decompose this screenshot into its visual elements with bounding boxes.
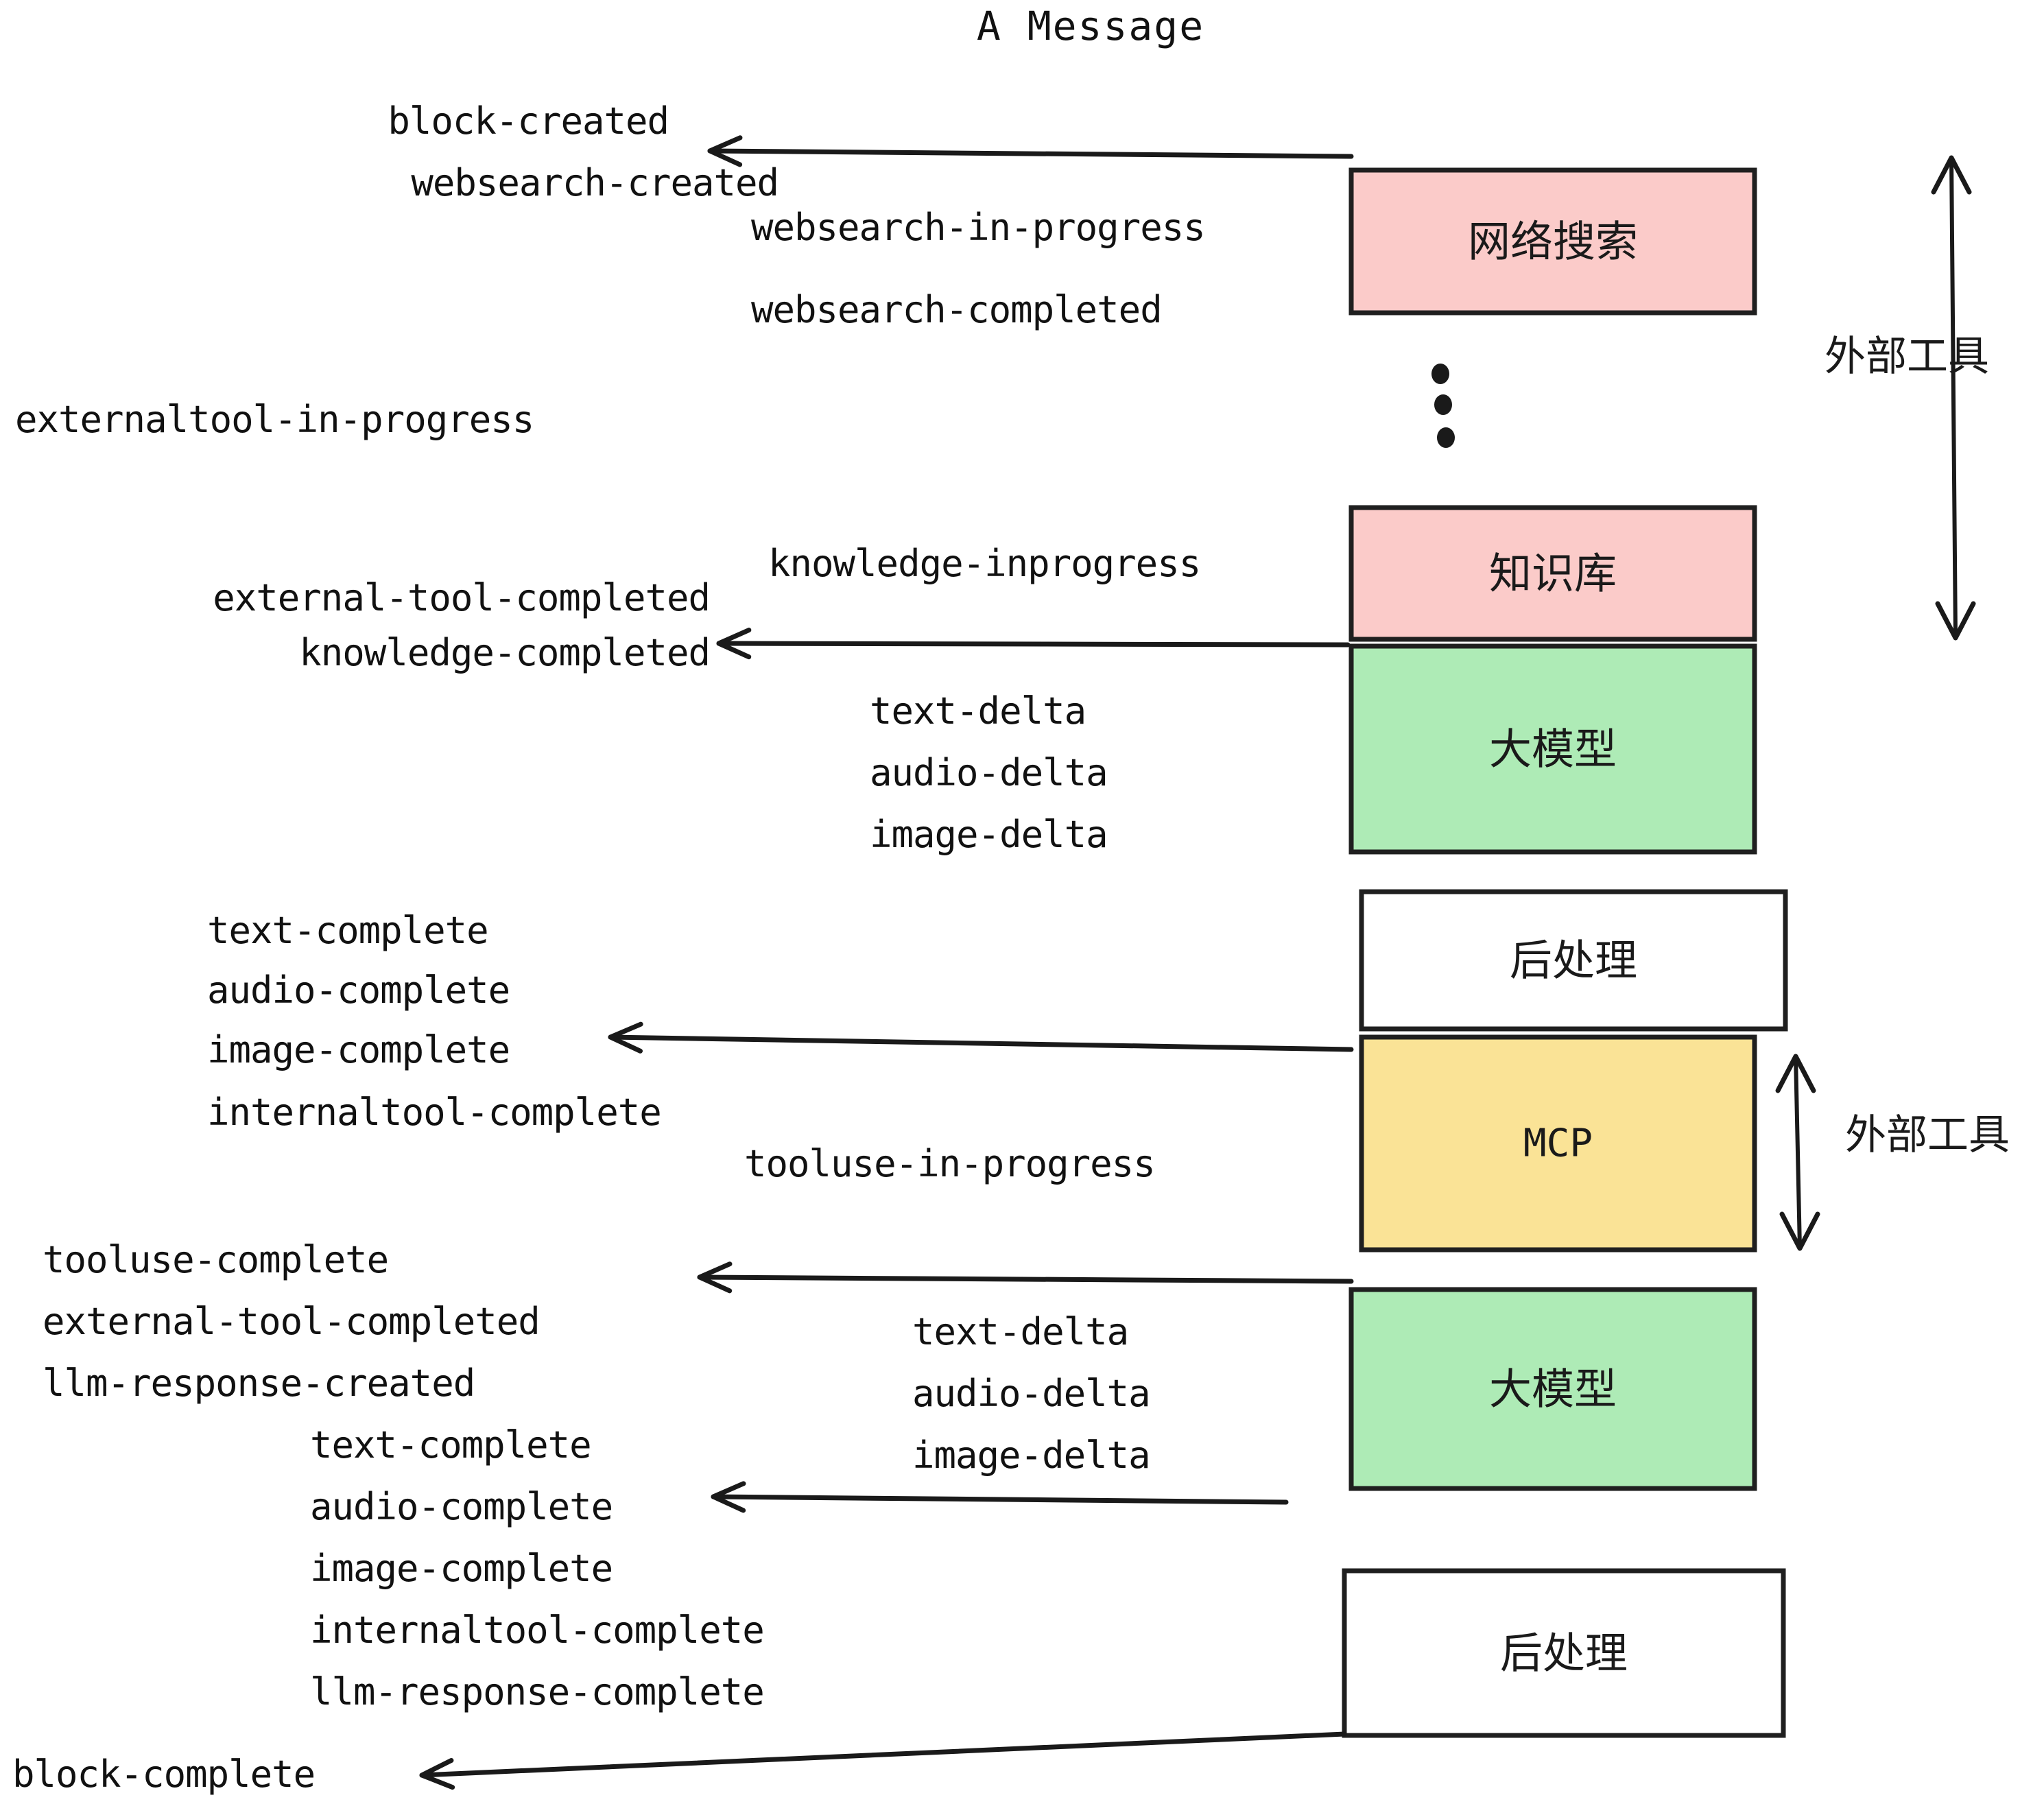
event-label-image-delta-1: image-delta — [870, 813, 1108, 856]
event-label-image-delta-2: image-delta — [912, 1434, 1150, 1477]
event-label-knowledge-inprogress: knowledge-inprogress — [768, 542, 1200, 585]
process-box-postprocess-2[interactable]: 后处理 — [1342, 1568, 1786, 1738]
event-label-externaltool-in-progress: externaltool-in-progress — [15, 398, 534, 441]
event-label-audio-delta-2: audio-delta — [912, 1372, 1150, 1415]
event-label-tooluse-complete: tooluse-complete — [43, 1238, 388, 1281]
box-label-llm-2: 大模型 — [1489, 1364, 1617, 1414]
process-box-llm-2[interactable]: 大模型 — [1348, 1287, 1757, 1491]
event-labels-group: block-createdwebsearch-createdwebsearch-… — [12, 99, 1206, 1796]
process-box-llm-1[interactable]: 大模型 — [1348, 643, 1757, 855]
ellipsis-dot-1 — [1431, 364, 1449, 384]
event-label-audio-complete-1: audio-complete — [207, 969, 510, 1012]
external-tool-arrow-lower — [1775, 1054, 1820, 1251]
side-label-external-tool-upper: 外部工具 — [1825, 333, 1989, 381]
arrow-flow-image-complete — [608, 1021, 1354, 1054]
event-label-internaltool-complete-2: internaltool-complete — [310, 1609, 764, 1652]
external-tool-range-arrows-group — [1775, 155, 1976, 1251]
ellipsis-dot-3 — [1437, 427, 1455, 448]
event-label-websearch-created: websearch-created — [411, 161, 779, 204]
event-label-text-delta-2: text-delta — [912, 1310, 1128, 1353]
event-label-external-tool-completed-2: external-tool-completed — [43, 1300, 540, 1343]
event-label-text-complete-2: text-complete — [310, 1423, 591, 1467]
box-label-postprocess-1: 后处理 — [1510, 936, 1637, 986]
event-label-audio-complete-2: audio-complete — [310, 1485, 613, 1528]
vertical-ellipsis-group — [1431, 364, 1455, 448]
side-label-external-tool-lower: 外部工具 — [1845, 1111, 2010, 1159]
box-rect-websearch — [1348, 167, 1757, 316]
arrow-flow-knowledge-done — [716, 628, 1351, 660]
box-rect-llm-1 — [1348, 643, 1757, 855]
box-rect-postprocess-2 — [1342, 1568, 1786, 1738]
event-label-llm-response-complete: llm-response-complete — [310, 1670, 764, 1713]
box-label-mcp: MCP — [1523, 1121, 1593, 1166]
event-label-tooluse-in-progress: tooluse-in-progress — [744, 1142, 1155, 1185]
event-label-external-tool-completed-1: external-tool-completed — [213, 576, 710, 619]
box-rect-llm-2 — [1348, 1287, 1757, 1491]
external-tool-arrow-upper — [1931, 155, 1976, 641]
diagram-title: A Message — [977, 3, 1204, 49]
box-label-postprocess-2: 后处理 — [1500, 1628, 1628, 1678]
event-label-block-complete: block-complete — [12, 1753, 315, 1796]
process-box-mcp[interactable]: MCP — [1359, 1034, 1757, 1253]
event-label-text-delta-1: text-delta — [870, 689, 1086, 733]
box-label-knowledge: 知识库 — [1489, 549, 1617, 599]
event-label-image-complete-1: image-complete — [207, 1028, 510, 1071]
box-rect-knowledge — [1348, 505, 1757, 642]
event-label-internaltool-complete-1: internaltool-complete — [207, 1091, 661, 1134]
event-label-websearch-in-progress: websearch-in-progress — [751, 206, 1205, 249]
event-label-llm-response-created: llm-response-created — [43, 1362, 475, 1405]
arrow-flow-audio-complete — [711, 1481, 1289, 1513]
box-rect-postprocess-1 — [1359, 889, 1788, 1032]
box-label-llm-1: 大模型 — [1489, 724, 1617, 774]
process-box-knowledge[interactable]: 知识库 — [1348, 505, 1757, 642]
ellipsis-dot-2 — [1434, 394, 1452, 415]
arrow-flow-block-complete — [419, 1731, 1347, 1790]
event-label-block-created: block-created — [388, 99, 669, 143]
arrow-flow-tooluse-complete — [697, 1261, 1354, 1294]
box-label-websearch: 网络搜索 — [1468, 217, 1638, 267]
event-label-image-complete-2: image-complete — [310, 1547, 613, 1590]
message-flow-arrows-group — [419, 135, 1354, 1790]
event-label-knowledge-completed: knowledge-completed — [299, 631, 710, 674]
process-box-postprocess-1[interactable]: 后处理 — [1359, 889, 1788, 1032]
arrow-flow-block-created — [707, 135, 1354, 167]
event-label-websearch-completed: websearch-completed — [751, 288, 1162, 331]
process-box-websearch[interactable]: 网络搜索 — [1348, 167, 1757, 316]
event-label-text-complete-1: text-complete — [207, 909, 488, 952]
box-rect-mcp — [1359, 1034, 1757, 1253]
event-label-audio-delta-1: audio-delta — [870, 751, 1108, 794]
